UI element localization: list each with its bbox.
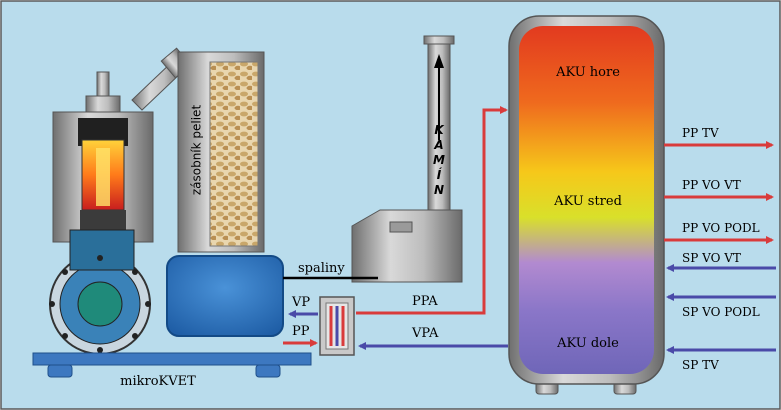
- base-rail: [32, 352, 312, 366]
- sp-vo-vt-label: SP VO VT: [682, 251, 741, 265]
- pp-label: PP: [292, 324, 310, 339]
- flange-bolts: [49, 255, 151, 353]
- chimney-cap: [423, 35, 455, 45]
- vp-label: VP: [291, 295, 310, 310]
- chimney-letter-1: K: [434, 123, 445, 137]
- flue-inlet: [389, 221, 413, 233]
- chimney: K A M Í N: [351, 35, 463, 283]
- pp-vo-vt-label: PP VO VT: [682, 178, 741, 192]
- hopper-pellets: [209, 61, 259, 247]
- flame: [96, 148, 110, 206]
- pp-vo-podl-label: PP VO PODL: [682, 221, 760, 235]
- chimney-letters: K A M Í N: [433, 123, 445, 197]
- hopper-label: zásobník peliet: [190, 105, 204, 196]
- sp-vo-podl-label: SP VO PODL: [682, 305, 760, 319]
- vpa-label: VPA: [411, 326, 439, 341]
- aku-mid-label: AKU stred: [553, 194, 622, 209]
- pellet-hopper: zásobník peliet: [177, 51, 265, 253]
- heat-exchanger: [319, 296, 355, 356]
- generator-rotor: [77, 281, 123, 327]
- engine-box: [166, 255, 284, 337]
- ppa-pipe: [356, 106, 508, 315]
- sp-tv-label: SP TV: [682, 358, 719, 372]
- engine-upper-body: [69, 229, 135, 271]
- base-foot-left: [47, 364, 73, 378]
- boiler-unit: [49, 71, 154, 355]
- base-label: mikroKVET: [120, 374, 196, 389]
- chimney-letter-2: A: [433, 138, 443, 152]
- chimney-letter-3: M: [433, 153, 445, 167]
- tank-contents: [519, 26, 654, 374]
- base-frame: [32, 352, 312, 378]
- aku-bottom-label: AKU dole: [556, 336, 619, 351]
- pp-tv-label: PP TV: [682, 126, 719, 140]
- chimney-letter-4: Í: [437, 167, 443, 182]
- flue-box: [351, 209, 463, 283]
- base-foot-right: [255, 364, 281, 378]
- aku-top-label: AKU hore: [555, 65, 620, 80]
- chimney-arrow-head: [434, 54, 444, 68]
- boiler-top-cap: [85, 95, 121, 115]
- flue-label: spaliny: [298, 261, 345, 276]
- chimney-letter-5: N: [434, 183, 444, 197]
- ppa-label: PPA: [412, 294, 438, 309]
- aku-tank: [508, 15, 665, 395]
